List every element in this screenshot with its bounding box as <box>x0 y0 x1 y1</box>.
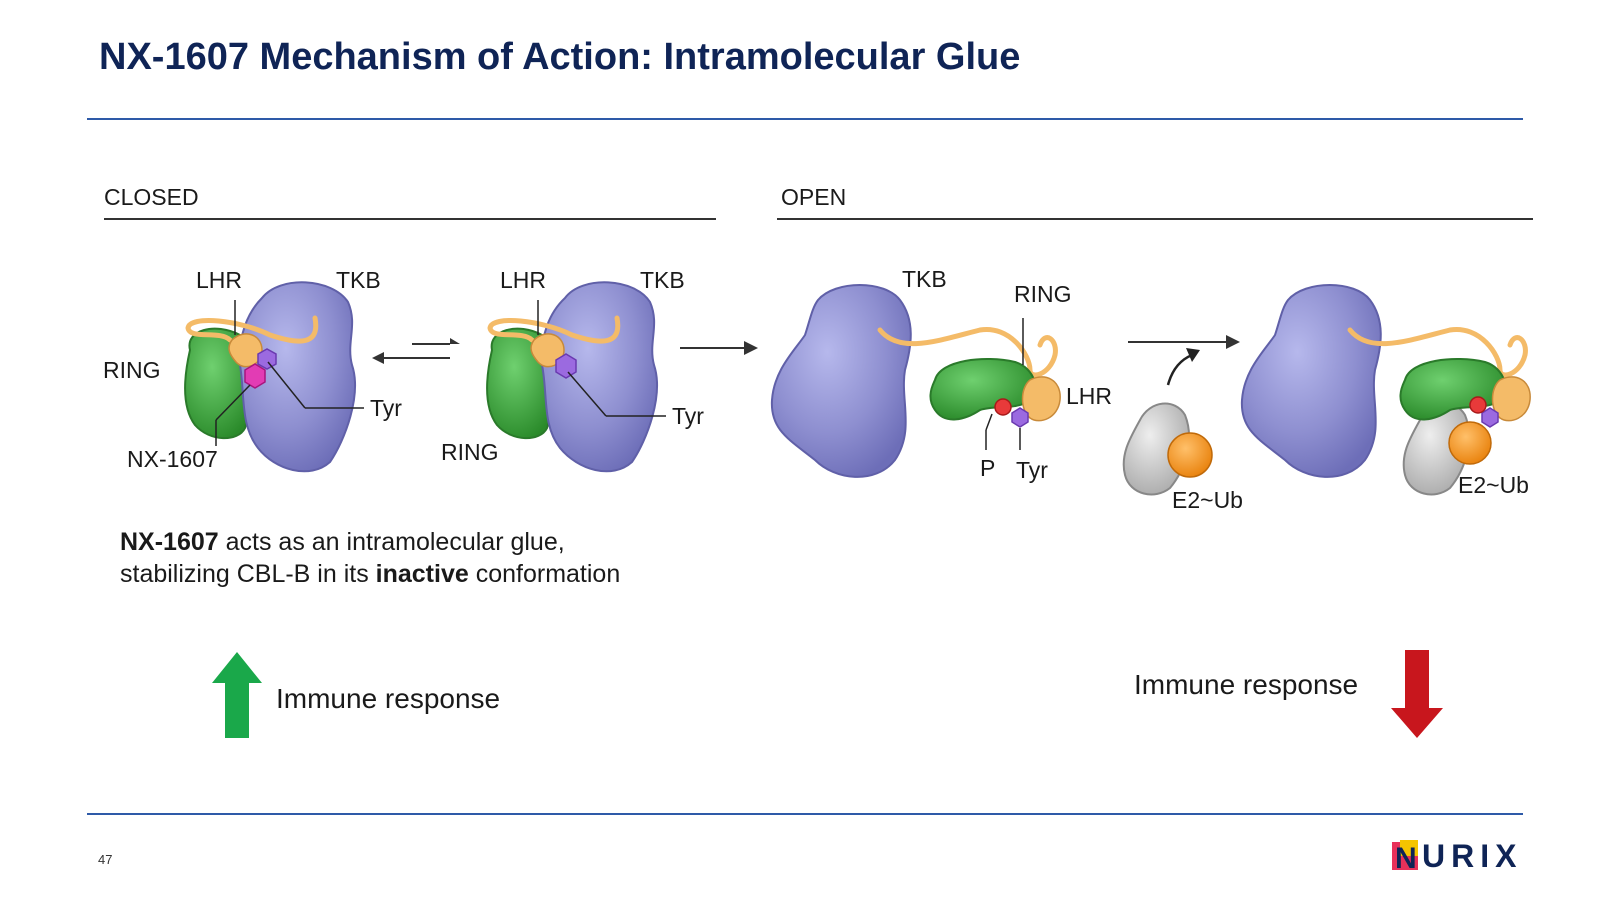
label-ring-1: RING <box>103 357 161 383</box>
closed-state-2: LHR TKB Tyr RING <box>441 267 704 473</box>
nx1607-molecule <box>244 363 266 389</box>
immune-up-arrow-icon <box>212 652 262 738</box>
transition-arrow <box>680 341 758 355</box>
immune-response-up-label: Immune response <box>276 683 501 714</box>
label-nx1607: NX-1607 <box>127 446 218 472</box>
lhr-linker-2 <box>487 315 621 344</box>
section-open-heading: OPEN <box>781 184 847 210</box>
label-tkb-3: TKB <box>902 266 947 292</box>
tkb-domain-3 <box>770 284 912 478</box>
label-e2ub-bound: E2~Ub <box>1458 472 1529 498</box>
tyr-residue-2 <box>555 353 577 379</box>
label-e2ub-free: E2~Ub <box>1172 487 1243 513</box>
active-complex: E2~Ub <box>1240 284 1531 498</box>
footer-divider <box>87 813 1523 815</box>
lhr-linker-4 <box>1347 327 1528 378</box>
e2-ub-free: E2~Ub <box>1122 348 1243 513</box>
ubiquitin-free <box>1167 432 1213 478</box>
label-ring-2: RING <box>441 439 499 465</box>
tyr-residue-1 <box>257 348 277 370</box>
label-lhr-2: LHR <box>500 267 546 293</box>
tyr-residue-3 <box>1011 407 1029 428</box>
immune-response-down-label: Immune response <box>1134 669 1359 700</box>
ubiquitin-bound <box>1448 421 1492 465</box>
label-tkb-1: TKB <box>336 267 381 293</box>
title-divider <box>87 118 1523 120</box>
lhr-linker-1 <box>185 315 319 344</box>
closed-divider <box>104 218 716 220</box>
equilibrium-arrow <box>372 338 460 364</box>
nurix-logo: N URIX <box>1392 838 1516 877</box>
label-tyr-2: Tyr <box>672 403 704 429</box>
label-tyr-3: Tyr <box>1016 457 1048 483</box>
nurix-logo-text: URIX <box>1422 838 1523 874</box>
tyr-residue-4 <box>1481 407 1499 428</box>
page-title: NX-1607 Mechanism of Action: Intramolecu… <box>99 36 1021 78</box>
immune-down-arrow-icon <box>1391 650 1443 738</box>
label-ring-3: RING <box>1014 281 1072 307</box>
section-closed-heading: CLOSED <box>104 184 199 210</box>
closed-state-1: LHR TKB RING Tyr NX-1607 <box>103 267 402 473</box>
label-p-3: P <box>980 455 995 481</box>
tkb-domain-4 <box>1240 284 1382 478</box>
binding-arrow <box>1128 335 1240 349</box>
open-divider <box>777 218 1533 220</box>
lhr-domain-4 <box>1491 376 1531 422</box>
label-tkb-2: TKB <box>640 267 685 293</box>
page-number: 47 <box>98 852 113 867</box>
open-state: TKB RING LHR P Tyr <box>770 266 1112 483</box>
label-tyr-1: Tyr <box>370 395 402 421</box>
tkb-domain-2 <box>540 281 658 473</box>
lhr-domain-2 <box>530 333 565 368</box>
description-text: NX-1607 acts as an intramolecular glue, … <box>120 528 621 588</box>
lhr-domain-3 <box>1021 376 1061 422</box>
e2-enzyme-free <box>1122 402 1191 496</box>
lhr-linker-3 <box>877 327 1058 378</box>
nurix-logo-mark-icon: N <box>1392 840 1418 875</box>
phosphate-4 <box>1469 396 1487 414</box>
phosphate-3 <box>994 398 1012 416</box>
svg-text:N: N <box>1395 842 1417 872</box>
label-lhr-3: LHR <box>1066 383 1112 409</box>
label-lhr-1: LHR <box>196 267 242 293</box>
